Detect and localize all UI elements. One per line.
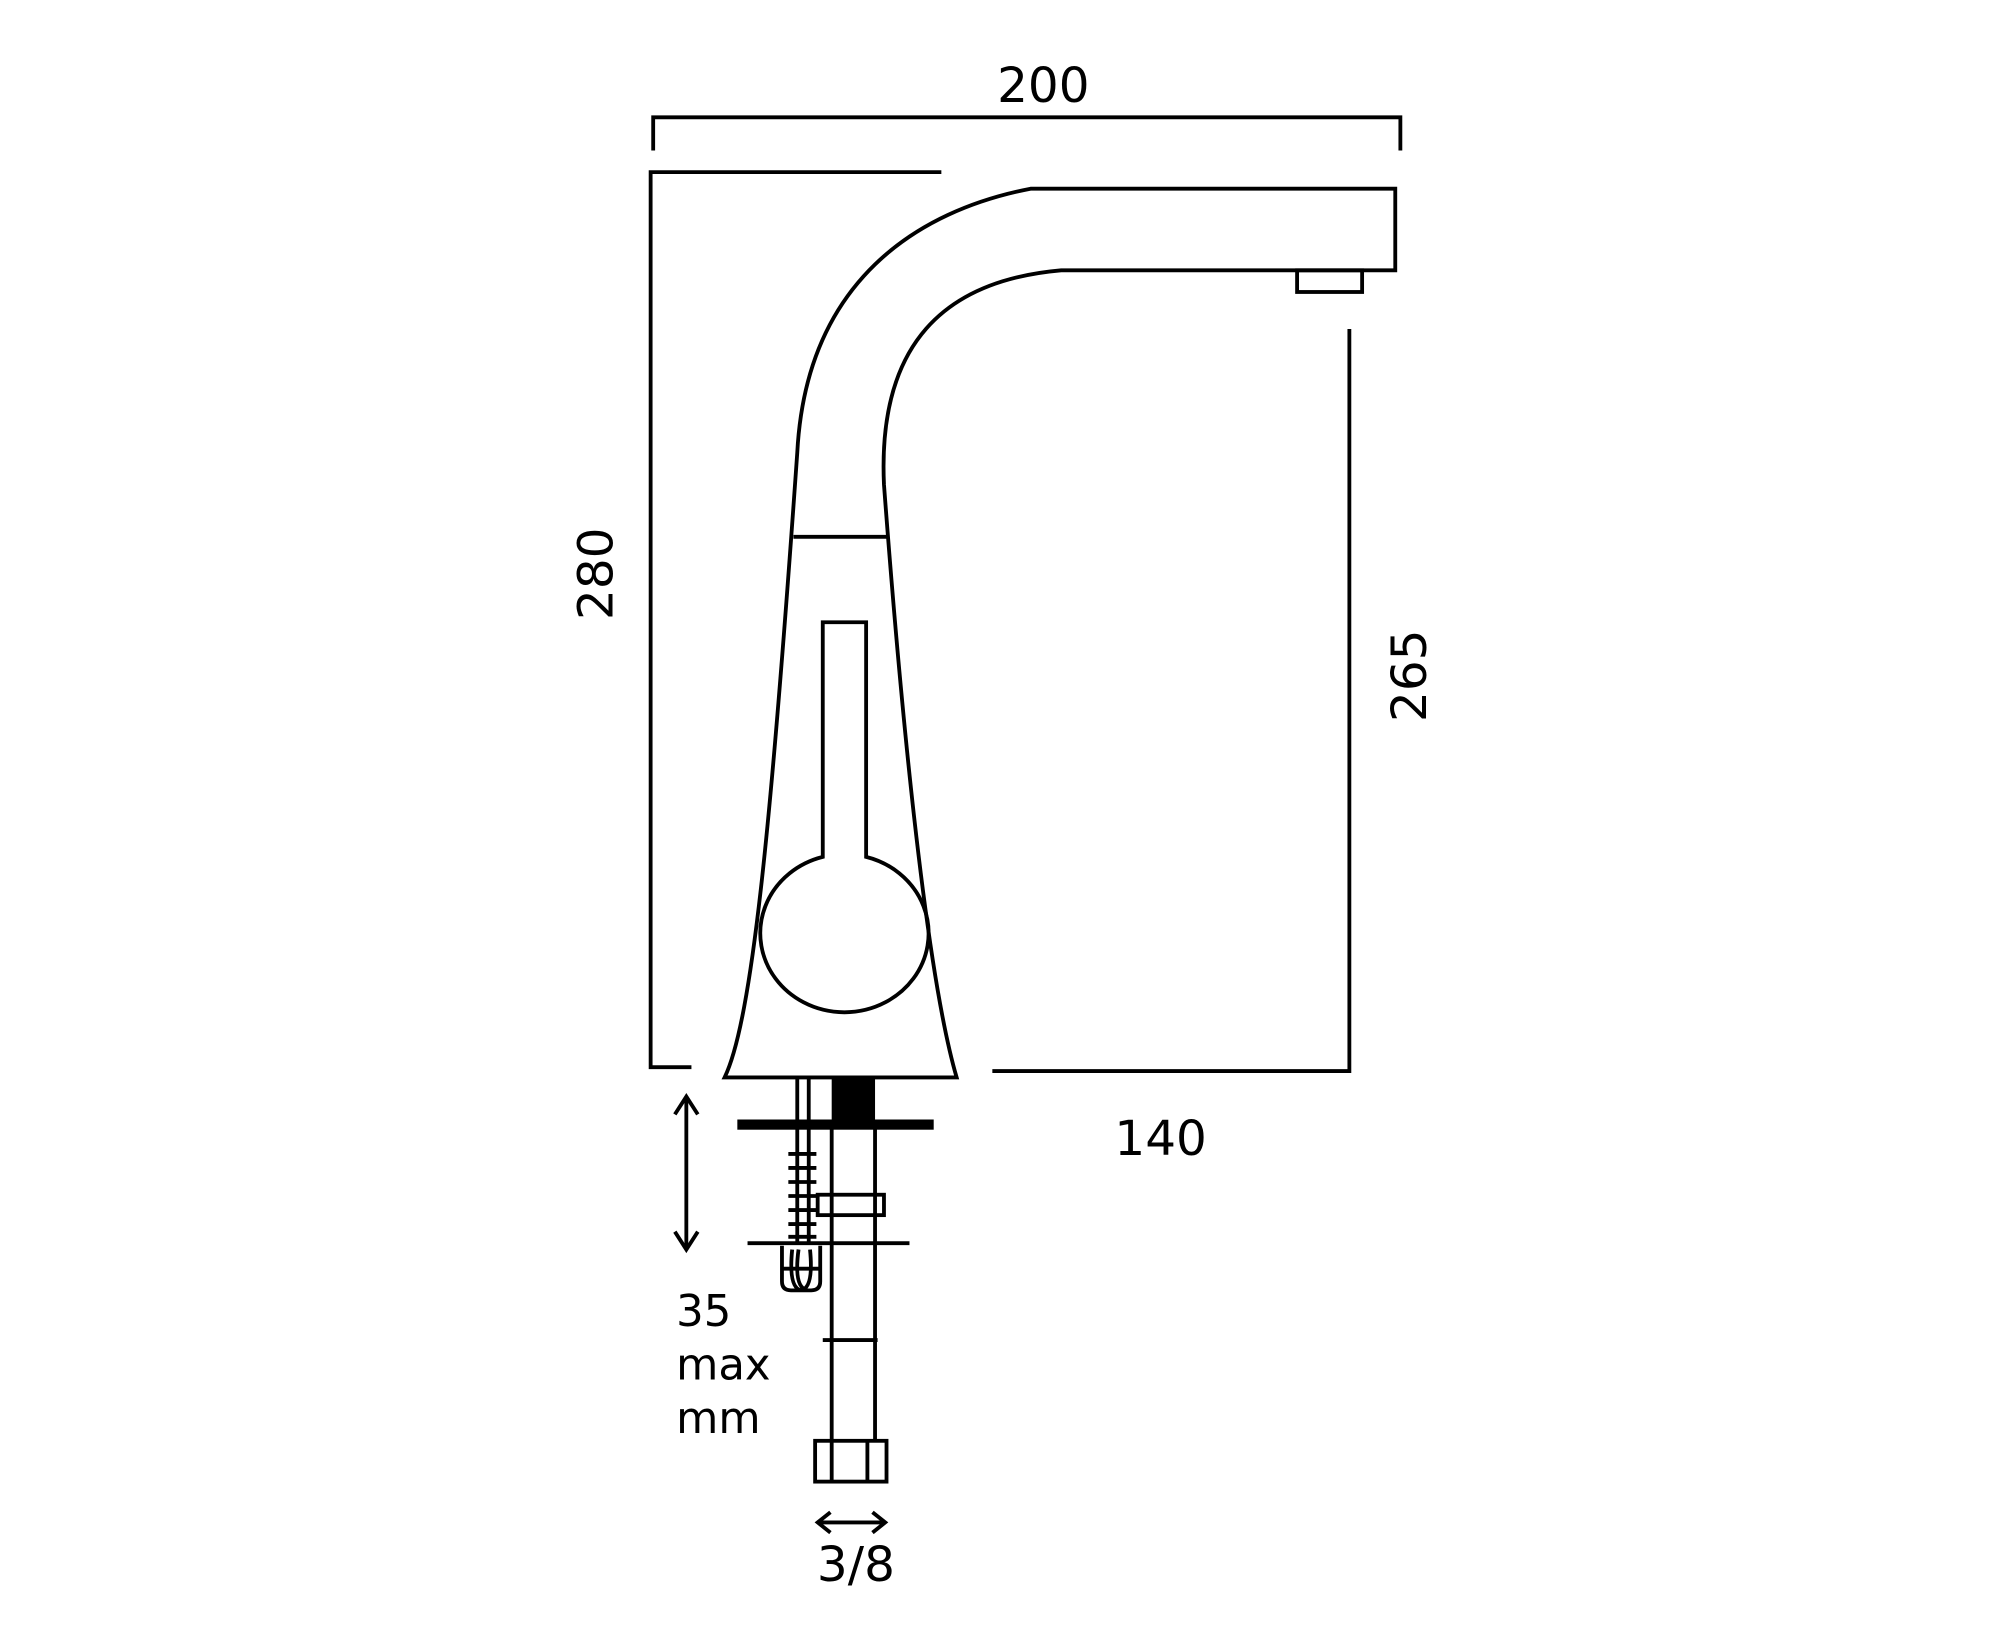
spout-reach-label: 140	[1114, 1111, 1206, 1167]
thickness-value: 35	[676, 1287, 731, 1337]
counter-thickness-dimension: 35 max mm	[673, 1093, 771, 1444]
counter-top-plate	[737, 1119, 934, 1130]
lever-handle	[758, 620, 931, 1015]
connection-dimension: 3/8	[814, 1510, 895, 1593]
aerator	[1295, 268, 1365, 294]
total-height-dimension: 280	[568, 170, 942, 1070]
spout-height-label: 265	[1382, 630, 1438, 722]
total-height-label: 280	[568, 528, 624, 620]
mounting-hardware	[737, 1077, 934, 1484]
thickness-qualifier: max	[676, 1341, 770, 1391]
faucet-body	[721, 186, 1398, 1080]
thickness-unit: mm	[676, 1394, 760, 1444]
width-label: 200	[997, 58, 1089, 114]
hose-fitting	[813, 1438, 889, 1484]
horizontal-arrow-icon	[814, 1510, 889, 1535]
width-dimension: 200	[651, 58, 1403, 151]
connection-size-label: 3/8	[817, 1537, 895, 1593]
spout-dimension: 265 140	[992, 328, 1438, 1167]
